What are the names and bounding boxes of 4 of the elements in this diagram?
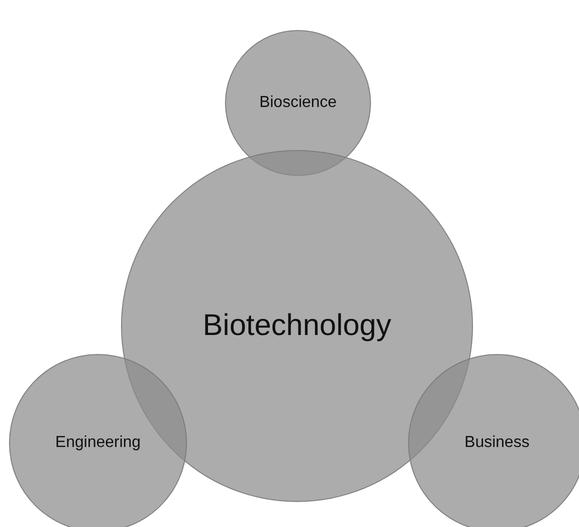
node-label: Bioscience: [259, 94, 337, 112]
node-label: Engineering: [55, 434, 141, 452]
node-label: Biotechnology: [202, 309, 392, 343]
node-label: Business: [464, 434, 530, 452]
